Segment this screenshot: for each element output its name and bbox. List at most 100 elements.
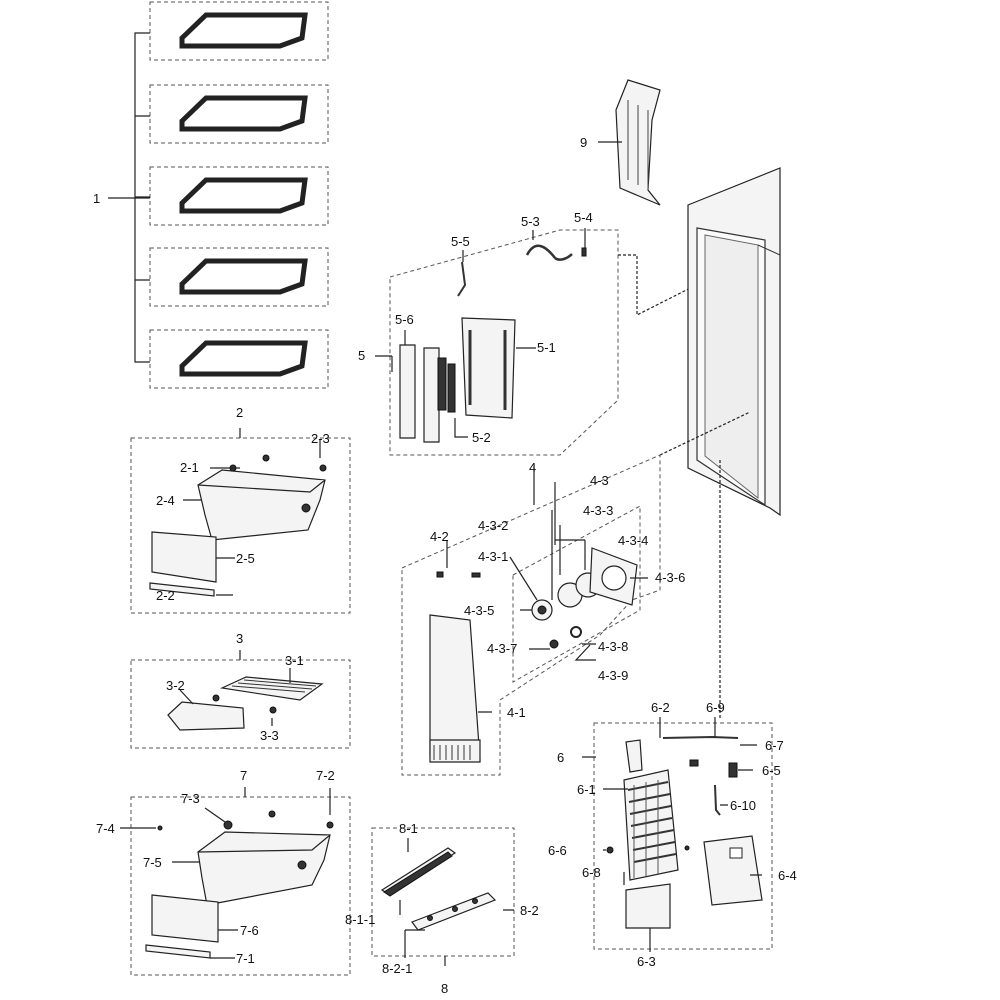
- drawer-roller: [301, 503, 311, 513]
- leaders-8: [399, 838, 514, 966]
- label-7-5: 7-5: [143, 855, 162, 870]
- cover-grid: [219, 676, 324, 701]
- drawer-box-2: [130, 437, 351, 614]
- label-6-8: 6-8: [582, 865, 601, 880]
- label-6: 6: [557, 750, 564, 765]
- wire-harness: [662, 735, 739, 739]
- evap-seal: [447, 363, 456, 413]
- leaders-3: [179, 650, 291, 726]
- label-7-4: 7-4: [96, 821, 115, 836]
- drawer7-roller: [297, 860, 307, 870]
- leaders-2: [183, 428, 321, 596]
- cover-front: [167, 701, 245, 731]
- label-8-1-1: 8-1-1: [345, 912, 375, 927]
- drawer7-clip-a: [223, 820, 233, 830]
- evap-box-5: [389, 229, 619, 456]
- label-6-6: 6-6: [548, 843, 567, 858]
- label-4-2: 4-2: [430, 529, 449, 544]
- gasket-box-b: [149, 84, 329, 144]
- cover-box-3: [130, 659, 351, 749]
- drawer-box-7: [130, 796, 351, 976]
- label-7-1: 7-1: [236, 951, 255, 966]
- gasket-b: [179, 95, 308, 132]
- gasket-a: [179, 12, 308, 49]
- fan-ring: [570, 626, 582, 638]
- evap-wire: [457, 261, 467, 297]
- label-4-1: 4-1: [507, 705, 526, 720]
- rail-group-8: [371, 827, 515, 966]
- drawer7-trim: [145, 944, 211, 959]
- label-7-3: 7-3: [181, 791, 200, 806]
- clip-small: [684, 845, 690, 851]
- drain-plug: [606, 846, 614, 854]
- label-5-4: 5-4: [574, 210, 593, 225]
- evaporator-tubes: [633, 780, 659, 878]
- drawer7-rim: [197, 834, 331, 853]
- evap-cover-group-5: [375, 228, 717, 456]
- leaders-6: [582, 717, 762, 952]
- drawer-rim: [197, 479, 326, 493]
- label-7: 7: [240, 768, 247, 783]
- cabinet-edge: [757, 244, 781, 256]
- label-5: 5: [358, 348, 365, 363]
- label-8-2-1: 8-2-1: [382, 961, 412, 976]
- label-4-3: 4-3: [590, 473, 609, 488]
- cover-group-3: [130, 650, 351, 749]
- label-4-3-1: 4-3-1: [478, 549, 508, 564]
- label-4-3-9: 4-3-9: [598, 668, 628, 683]
- label-5-1: 5-1: [537, 340, 556, 355]
- label-5-6: 5-6: [395, 312, 414, 327]
- rail-8-2-hole-b: [452, 906, 458, 912]
- fan-clip-a: [436, 571, 444, 578]
- evap-cable: [525, 244, 573, 261]
- gasket-box-e: [149, 329, 329, 389]
- label-2-5: 2-5: [236, 551, 255, 566]
- label-7-2: 7-2: [316, 768, 335, 783]
- label-4-3-8: 4-3-8: [598, 639, 628, 654]
- fan-clip-b: [471, 572, 481, 578]
- fan-hub: [537, 605, 547, 615]
- label-6-2: 6-2: [651, 700, 670, 715]
- label-4-3-2: 4-3-2: [478, 518, 508, 533]
- label-8: 8: [441, 981, 448, 996]
- label-4-3-6: 4-3-6: [655, 570, 685, 585]
- label-4-3-4: 4-3-4: [618, 533, 648, 548]
- gasket-d: [179, 258, 308, 295]
- label-6-10: 6-10: [730, 798, 756, 813]
- leaders-7: [120, 787, 331, 959]
- label-6-9: 6-9: [706, 700, 725, 715]
- drawer-group-2: [130, 428, 351, 614]
- duct-ribs: [627, 100, 649, 190]
- fan-box-4: [401, 454, 661, 776]
- heater-cover: [703, 835, 763, 906]
- evap-group-6: [582, 717, 773, 952]
- label-3-3: 3-3: [260, 728, 279, 743]
- label-6-7: 6-7: [765, 738, 784, 753]
- evap-cover-frame: [461, 317, 516, 419]
- rail-8-2-hole-a: [427, 915, 433, 921]
- thermistor: [714, 784, 721, 816]
- label-4-3-7: 4-3-7: [487, 641, 517, 656]
- drawer7-clip-c: [326, 821, 334, 829]
- label-4-3-3: 4-3-3: [583, 503, 613, 518]
- drawer7-screw: [157, 825, 163, 831]
- evap-panel-b: [423, 347, 440, 443]
- label-5-5: 5-5: [451, 234, 470, 249]
- rail-box-8: [371, 827, 515, 957]
- label-6-3: 6-3: [637, 954, 656, 969]
- fan-grommet: [549, 639, 559, 649]
- drawer-trim: [149, 582, 215, 597]
- sensor-block: [728, 762, 738, 778]
- harness-plug: [689, 759, 699, 767]
- label-2: 2: [236, 405, 243, 420]
- label-6-4: 6-4: [778, 868, 797, 883]
- duct-group-9: [598, 79, 661, 206]
- fan-grille: [429, 739, 481, 763]
- cabinet-guide-a: [659, 411, 751, 456]
- gasket-group-1: [108, 1, 329, 389]
- gasket-box-a: [149, 1, 329, 61]
- leaders-4: [446, 466, 648, 713]
- evap-clip: [581, 247, 587, 257]
- evaporator-fins: [627, 781, 677, 863]
